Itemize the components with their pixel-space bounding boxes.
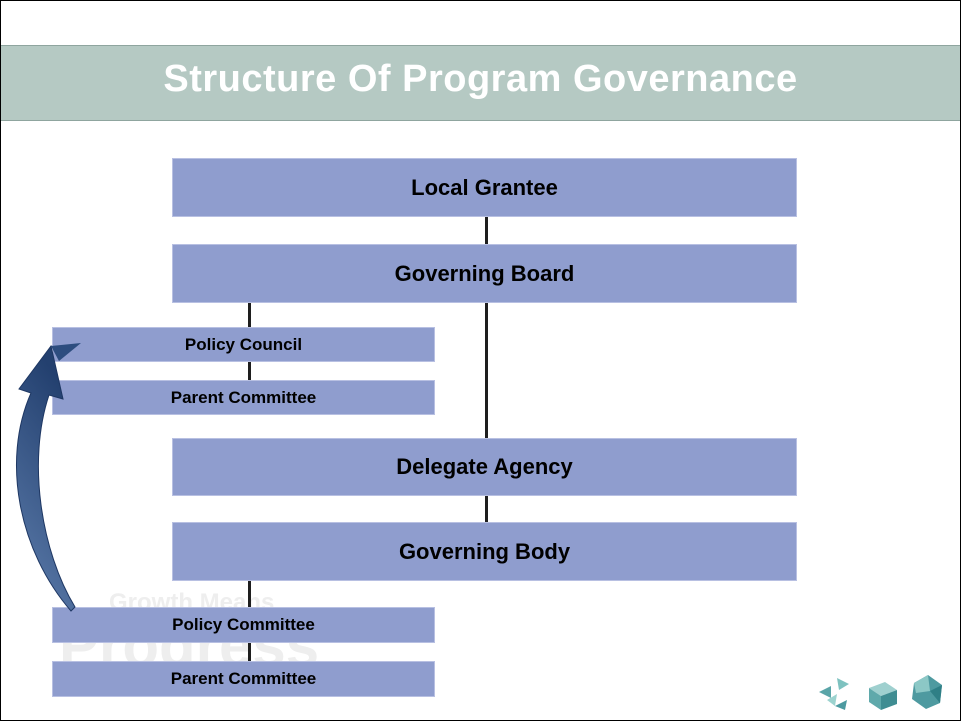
connector-board-agency: [485, 301, 488, 438]
parent-committee-box-2: Parent Committee: [52, 661, 435, 697]
parent-committee-box-1: Parent Committee: [52, 380, 435, 415]
connector-body-committee: [248, 579, 251, 607]
gem-logo-icon: [912, 675, 942, 709]
slide-title: Structure Of Program Governance: [163, 58, 798, 100]
arrows-logo-icon: [819, 678, 849, 710]
upward-curved-arrow-icon: [16, 343, 81, 612]
connector-grantee-board: [485, 215, 488, 245]
governing-body-box: Governing Body: [172, 522, 797, 581]
delegate-agency-box: Delegate Agency: [172, 438, 797, 496]
policy-council-box: Policy Council: [52, 327, 435, 362]
title-band: Structure Of Program Governance: [1, 45, 960, 121]
connector-board-council: [248, 301, 251, 327]
cube-logo-icon: [869, 682, 897, 710]
policy-committee-box: Policy Committee: [52, 607, 435, 643]
connector-council-parent: [248, 360, 251, 380]
local-grantee-box: Local Grantee: [172, 158, 797, 217]
governing-board-box: Governing Board: [172, 244, 797, 303]
connector-committee-parent: [248, 641, 251, 662]
connector-agency-body: [485, 494, 488, 523]
